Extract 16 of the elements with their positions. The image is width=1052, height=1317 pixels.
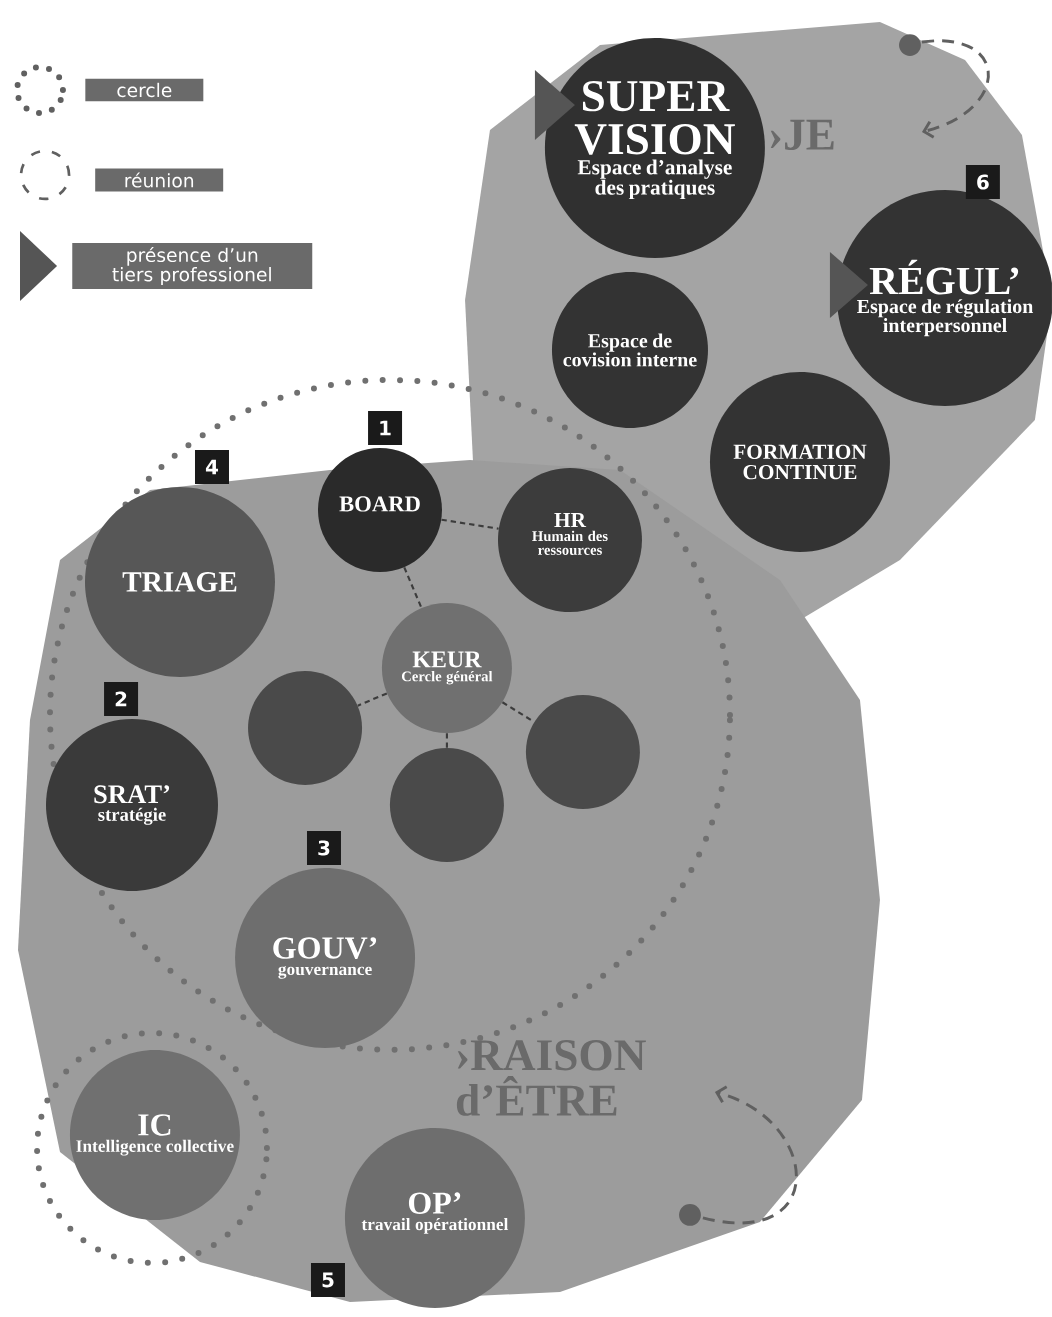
connector-line [445,733,448,748]
empty-circle [389,748,504,863]
legend-item: réunion [19,149,224,201]
node-label: 4 [205,459,219,475]
connector-line [441,518,499,530]
connector-line [403,566,423,609]
empty-circle [248,670,363,785]
node-label: 2 [115,691,127,707]
empty-circle [525,694,640,809]
legend-item: présence d’un tiers professionel [20,230,313,302]
node-label: 3 [318,840,330,856]
connector-line [357,692,388,707]
node-label: 5 [322,1272,334,1288]
node-label: 6 [977,174,989,190]
legend-item: cercle [14,64,204,116]
node-label: 1 [380,420,391,436]
